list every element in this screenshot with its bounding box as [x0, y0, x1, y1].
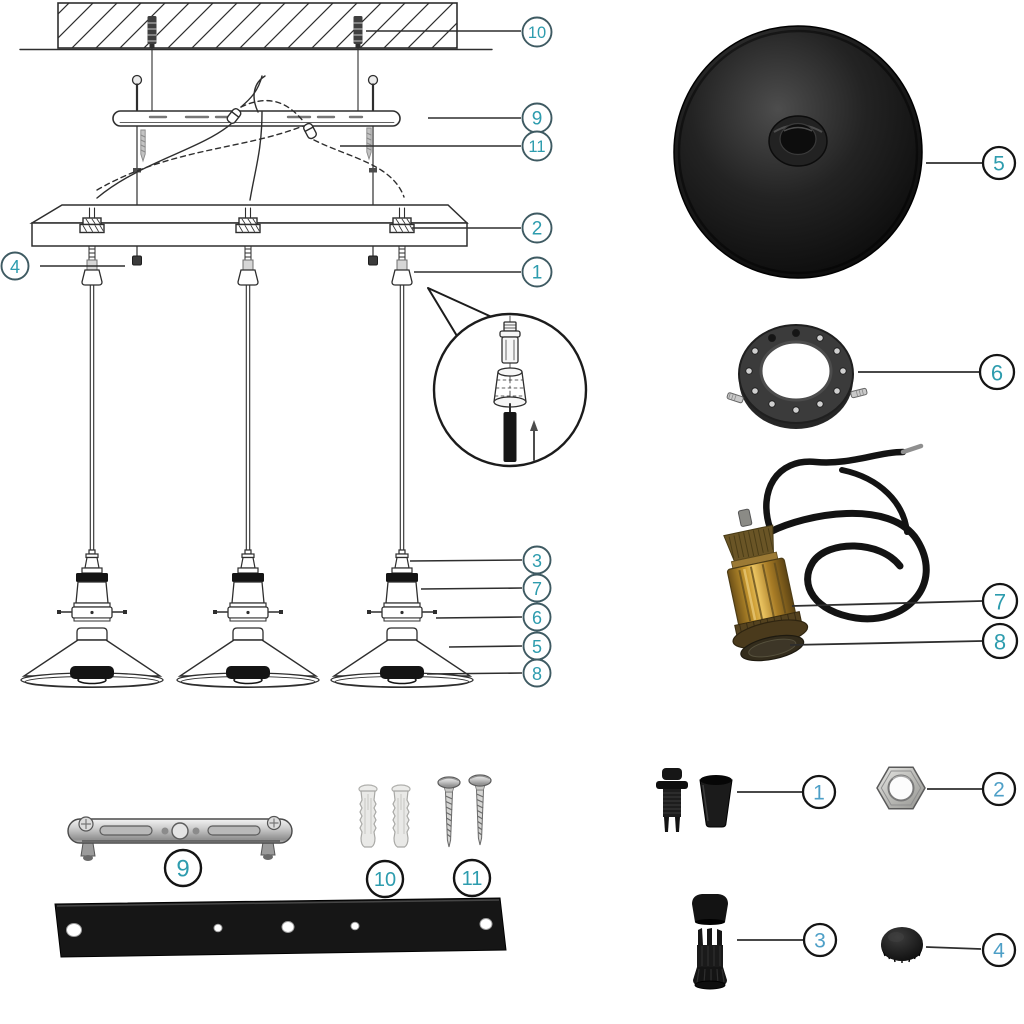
- socket-photo: [723, 443, 983, 662]
- cord-grip-drawing: [237, 245, 259, 286]
- callout-number: 11: [528, 138, 545, 156]
- callout-number: 3: [532, 551, 542, 571]
- callout-4: 4: [0, 251, 125, 281]
- pendant-drawing-right: [330, 549, 474, 689]
- crossbar-end-screw: [266, 815, 282, 831]
- callout-number: 1: [813, 782, 825, 805]
- part-callout-8: 8: [981, 622, 1019, 660]
- part-callout-4: 4: [981, 932, 1017, 968]
- callout-number: 8: [532, 664, 542, 684]
- callout-3: 3: [409, 545, 552, 575]
- callout-number: 7: [994, 590, 1006, 615]
- callout-number: 4: [10, 257, 20, 277]
- callout-10: 10: [366, 16, 553, 48]
- part-callout-10: 10: [365, 859, 405, 899]
- strain-relief-photo: [692, 894, 803, 990]
- ring-thumbscrew: [726, 392, 744, 404]
- callout-number: 10: [374, 869, 396, 891]
- mount-screw-drawing: [140, 129, 146, 162]
- callout-number: 5: [993, 153, 1005, 176]
- end-cap-photo: [881, 927, 982, 963]
- callout-5: 5: [448, 631, 552, 661]
- wall-anchor-drawing: [147, 15, 157, 49]
- callout-number: 10: [528, 24, 546, 42]
- part-callout-11: 11: [452, 858, 492, 898]
- callout-7: 7: [420, 573, 552, 603]
- callout-8: 8: [426, 658, 552, 688]
- callout-number: 7: [532, 579, 542, 599]
- part-callout-7: 7: [981, 582, 1019, 620]
- callout-number: 8: [994, 630, 1006, 655]
- mount-screw-drawing: [366, 127, 372, 160]
- callout-number: 6: [532, 608, 542, 628]
- part-callout-5: 5: [981, 145, 1017, 181]
- installation-drawing: [19, 2, 588, 689]
- cord-lock-threaded: [656, 768, 688, 832]
- crossbar-end-screw: [78, 816, 94, 832]
- detail-balloon: [427, 287, 588, 468]
- crossbar-photo: [67, 815, 293, 861]
- mount-screw: [468, 774, 492, 846]
- callout-6: 6: [435, 602, 552, 632]
- pendant-cord: [89, 284, 95, 553]
- callout-number: 9: [176, 856, 189, 883]
- cord-grip-drawing: [391, 245, 413, 286]
- ceiling-drawing: [19, 2, 493, 113]
- wiring-drawing: [96, 75, 405, 201]
- pendant-cord: [245, 284, 251, 553]
- callout-number: 1: [532, 263, 543, 284]
- hex-nut-photo: [876, 766, 982, 810]
- diagram-callouts: 10 9 11 2 4 1 3: [0, 16, 553, 688]
- socket-body: [723, 508, 809, 662]
- callout-1: 1: [414, 256, 553, 288]
- wall-anchor-drawing: [353, 15, 363, 49]
- callout-number: 11: [462, 868, 483, 890]
- callout-number: 9: [532, 109, 543, 130]
- pendant-drawing-left: [20, 549, 164, 689]
- part-callout-3: 3: [802, 922, 838, 958]
- cord-lock-cap: [699, 775, 733, 828]
- callout-number: 5: [532, 637, 542, 657]
- mounting-bar-photo: [54, 897, 507, 958]
- ring-thumbscrew: [850, 387, 868, 399]
- arrow-up-icon: [530, 420, 538, 461]
- crossbar-drawing: [112, 74, 401, 267]
- wall-plugs-photo: [358, 784, 411, 848]
- callout-2: 2: [412, 212, 553, 244]
- pendant-cord: [399, 284, 405, 553]
- callout-number: 6: [991, 361, 1003, 386]
- callout-11: 11: [340, 130, 553, 162]
- callout-number: 3: [814, 930, 826, 953]
- shade-photo: [673, 25, 982, 279]
- part-callout-1: 1: [801, 774, 837, 810]
- part-callout-9: 9: [163, 848, 203, 888]
- shade-ring-photo: [726, 324, 979, 429]
- cable-drawing: [503, 412, 517, 462]
- callout-number: 2: [532, 219, 543, 240]
- wall-plug: [391, 784, 411, 848]
- cord-lock-photo: [656, 768, 802, 832]
- part-callout-6: 6: [978, 353, 1016, 391]
- ring-holes: [745, 328, 847, 414]
- callout-9: 9: [428, 102, 553, 134]
- callout-number: 2: [993, 779, 1005, 802]
- mount-screw: [437, 776, 461, 848]
- screws-photo: [437, 774, 492, 848]
- wall-plug: [358, 784, 378, 848]
- canopy-drawing: [29, 204, 469, 286]
- socket-cable: [763, 443, 930, 623]
- pendant-drawing-middle: [176, 549, 320, 689]
- part-callout-2: 2: [981, 771, 1017, 807]
- callout-number: 4: [993, 940, 1005, 963]
